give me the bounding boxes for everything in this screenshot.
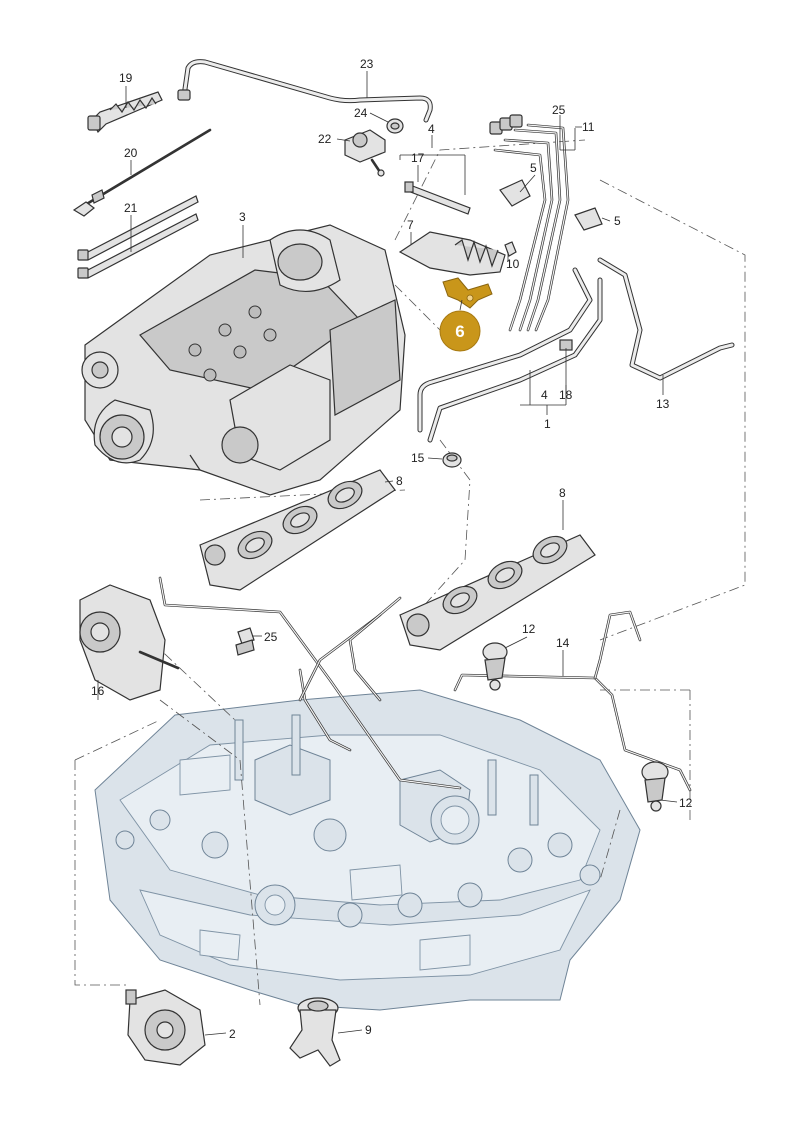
part-24-clamp xyxy=(386,118,404,134)
part-7-bracket xyxy=(398,231,506,276)
callout-16: 16 xyxy=(91,684,105,698)
callout-1: 1 xyxy=(544,417,551,431)
callout-11: 11 xyxy=(582,120,595,134)
callout-22: 22 xyxy=(318,132,332,146)
callout-4-lower: 4 xyxy=(541,388,548,402)
part-2-vacuum-pump xyxy=(125,989,206,1066)
callout-12-upper: 12 xyxy=(522,622,536,636)
vacuum-lines xyxy=(158,576,462,790)
part-3-supercharger xyxy=(81,224,406,496)
callout-15: 15 xyxy=(411,451,425,465)
part-13-hose xyxy=(597,257,735,381)
callout-8-lower: 8 xyxy=(559,486,566,500)
part-22-sensor xyxy=(344,129,386,177)
part-12-valve-lower xyxy=(641,761,669,812)
callout-13: 13 xyxy=(656,397,670,411)
callout-24: 24 xyxy=(354,106,368,120)
callout-14: 14 xyxy=(556,636,570,650)
callout-18: 18 xyxy=(559,388,573,402)
callout-2: 2 xyxy=(229,1027,236,1041)
part-15-cap xyxy=(442,452,462,468)
callout-17: 17 xyxy=(411,151,425,165)
part-17-bolt xyxy=(404,181,471,215)
callout-20: 20 xyxy=(124,146,138,160)
part-21-cable-ties xyxy=(77,195,199,279)
callout-4-upper: 4 xyxy=(428,122,435,136)
callout-labels: 19 23 24 22 4 17 25 11 5 5 20 21 3 7 10 … xyxy=(91,57,693,1041)
part-10-bolt xyxy=(504,241,517,257)
part-8-manifold-upper xyxy=(199,469,396,591)
callout-9: 9 xyxy=(365,1023,372,1037)
callout-23: 23 xyxy=(360,57,374,71)
callout-21: 21 xyxy=(124,201,138,215)
callout-25-lower: 25 xyxy=(264,630,278,644)
part-25-clip-lower xyxy=(235,627,255,656)
part-8-manifold-lower xyxy=(399,534,596,651)
part-9-valve xyxy=(289,997,341,1067)
callout-5-upper: 5 xyxy=(530,161,537,175)
callout-25-upper: 25 xyxy=(552,103,566,117)
callout-19: 19 xyxy=(119,71,133,85)
leader-lines xyxy=(97,71,678,1036)
callout-3: 3 xyxy=(239,210,246,224)
assembly-boundaries xyxy=(74,139,746,1006)
badge-label: 6 xyxy=(455,322,464,341)
part-12-valve-upper xyxy=(482,642,508,691)
callout-5-right: 5 xyxy=(614,214,621,228)
callout-7: 7 xyxy=(407,218,414,232)
part-1-pipe xyxy=(417,267,603,443)
callout-10: 10 xyxy=(506,257,520,271)
engine-block-ghost xyxy=(94,689,641,1011)
highlight-badge-6[interactable]: 6 xyxy=(439,310,481,352)
callout-8-upper: 8 xyxy=(396,474,403,488)
part-5-valves xyxy=(499,179,603,231)
part-6-bracket-highlighted xyxy=(442,277,493,309)
callout-12-lower: 12 xyxy=(679,796,693,810)
part-14-line xyxy=(453,610,692,792)
part-23-hose xyxy=(177,59,433,123)
part-16-vacuum-pump xyxy=(79,584,180,701)
part-20-cable-tie xyxy=(72,128,212,217)
part-4-hose-assembly xyxy=(489,114,570,332)
part-19-cable-clip xyxy=(87,91,163,134)
